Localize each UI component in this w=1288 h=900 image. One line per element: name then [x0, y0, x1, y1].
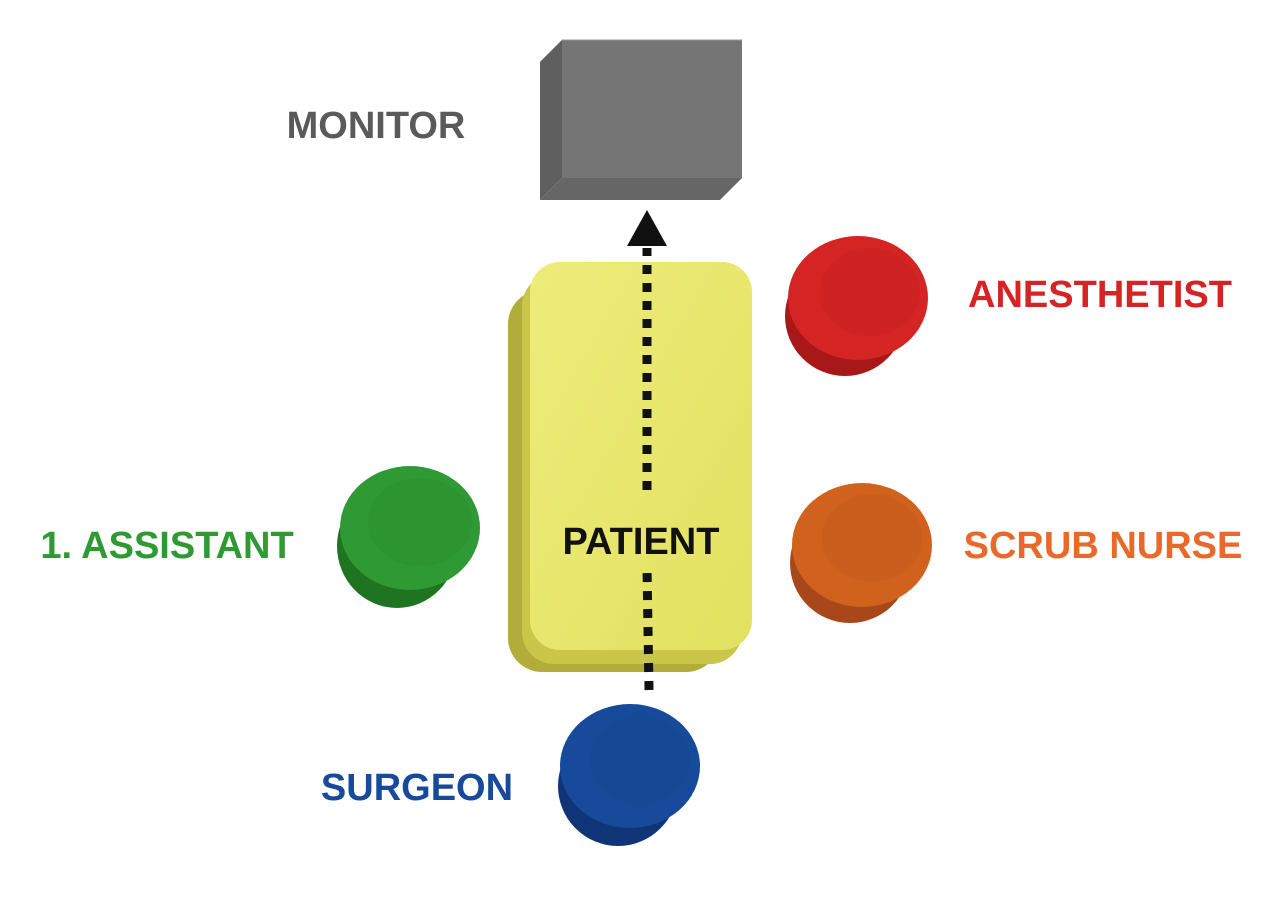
assistant-marker: [337, 466, 480, 608]
anesthetist-label: ANESTHETIST: [968, 274, 1232, 316]
surgeon-label: SURGEON: [321, 767, 513, 809]
scrub-nurse-label: SCRUB NURSE: [964, 525, 1243, 567]
monitor-box: [540, 39, 742, 200]
patient-table: [508, 262, 752, 672]
assistant-label: 1. ASSISTANT: [40, 525, 293, 567]
patient-label: PATIENT: [563, 521, 720, 563]
scrub-nurse-marker: [790, 483, 932, 623]
monitor-label: MONITOR: [287, 105, 466, 147]
surgeon-marker: [558, 704, 700, 846]
anesthetist-marker: [785, 236, 928, 376]
direction-arrow: [627, 210, 667, 691]
arrow-head-icon: [627, 210, 667, 246]
